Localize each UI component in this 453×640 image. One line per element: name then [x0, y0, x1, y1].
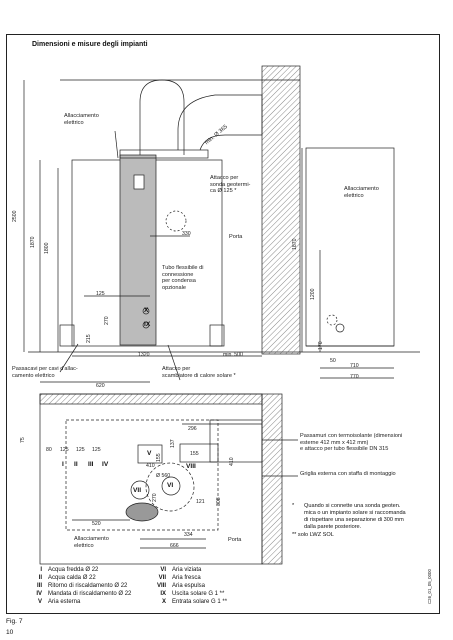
label-attacco-scambiatore: Attacco per scambiatore di calore solare…: [162, 366, 236, 379]
page-number: 10: [6, 629, 14, 636]
side-view-body: [305, 147, 395, 347]
dim-125a: 125: [60, 447, 69, 453]
note-separation: Quando si connette una sonda geoten. mic…: [304, 503, 406, 530]
duct-dome: [139, 79, 185, 155]
dim-155a: 155: [156, 453, 162, 462]
drawing-code: C26_01_05_0000: [427, 569, 432, 604]
label-allacciamento-bottom: Allacciamento elettrico: [74, 536, 109, 549]
dim-410b: 410: [229, 457, 235, 466]
dim-620: 620: [96, 383, 105, 389]
figure-number: Fig. 7: [6, 618, 23, 625]
plan-circle-560: [145, 462, 195, 512]
dim-334: 334: [184, 532, 193, 538]
label-porta-bottom: Porta: [228, 537, 242, 543]
dim-1800: 1800: [44, 242, 50, 254]
mark-VII: VII: [133, 487, 142, 494]
dim-155b: 155: [190, 451, 199, 457]
dim-710: 710: [350, 363, 359, 369]
dim-770: 770: [350, 374, 359, 380]
dim-50: 50: [330, 358, 336, 364]
wall-passage-box: [209, 419, 263, 463]
mark-II: II: [74, 461, 78, 468]
dim-308: 308: [216, 497, 222, 506]
dim-125b: 125: [76, 447, 85, 453]
label-passacavi: Passacavi per cavi d'allac- camento elet…: [12, 366, 78, 379]
mark-X: X: [144, 307, 149, 314]
mark-V: V: [147, 450, 152, 457]
dim-125: 125: [96, 291, 105, 297]
dim-137: 137: [170, 439, 176, 448]
dim-520: 520: [92, 521, 101, 527]
dim-1200: 1200: [310, 288, 316, 300]
elbow-duct: [177, 94, 263, 151]
dim-270: 270: [104, 316, 110, 325]
dim-330: 330: [182, 231, 191, 237]
label-passamuri: Passamuri con termoisolante (dimensioni …: [300, 433, 403, 453]
dim-1320: 1320: [138, 352, 150, 358]
mark-VI: VI: [167, 482, 174, 489]
dim-125c: 125: [92, 447, 101, 453]
wall-section: [261, 65, 301, 355]
mark-IV: IV: [102, 461, 109, 468]
label-tubo-flessibile: Tubo flessibile di connessione per conde…: [162, 265, 204, 291]
dim-1870-right: 1870: [292, 238, 298, 250]
dim-270b: 270: [152, 493, 158, 502]
label-griglia: Griglia esterna con staffa di montaggio: [300, 471, 396, 477]
dim-215: 215: [86, 334, 92, 343]
dim-75: 75: [20, 437, 26, 443]
label-allacciamento-top: Allacciamento elettrico: [64, 113, 99, 126]
dim-170: 170: [318, 341, 324, 350]
dim-80: 80: [46, 447, 52, 453]
dim-min-500: min. 500: [223, 352, 243, 358]
dim-121: 121: [196, 499, 205, 505]
dim-2500: 2500: [12, 210, 18, 222]
label-porta-top: Porta: [229, 234, 243, 240]
note-solo-lwz: ** solo LWZ SOL: [292, 532, 334, 538]
dim-410a: 410: [146, 463, 155, 469]
dim-296: 296: [188, 426, 197, 432]
dim-1870-left: 1870: [30, 236, 36, 248]
mark-IX: IX: [144, 321, 151, 328]
mark-III: III: [88, 461, 94, 468]
mark-I: I: [62, 461, 64, 468]
label-attacco-sonda: Attacco per sonda geotermi- ca Ø 125 *: [210, 175, 251, 195]
dim-560: Ø 560: [156, 473, 171, 479]
note-star: *: [292, 503, 295, 509]
label-allacciamento-right: Allacciamento elettrico: [344, 186, 379, 199]
mark-VIII: VIII: [186, 463, 196, 470]
dim-666: 666: [170, 543, 179, 549]
figure-frame: [6, 34, 440, 614]
plan-unit-outline: [65, 419, 219, 531]
figure-title: Dimensioni e misure degli impianti: [32, 41, 148, 48]
